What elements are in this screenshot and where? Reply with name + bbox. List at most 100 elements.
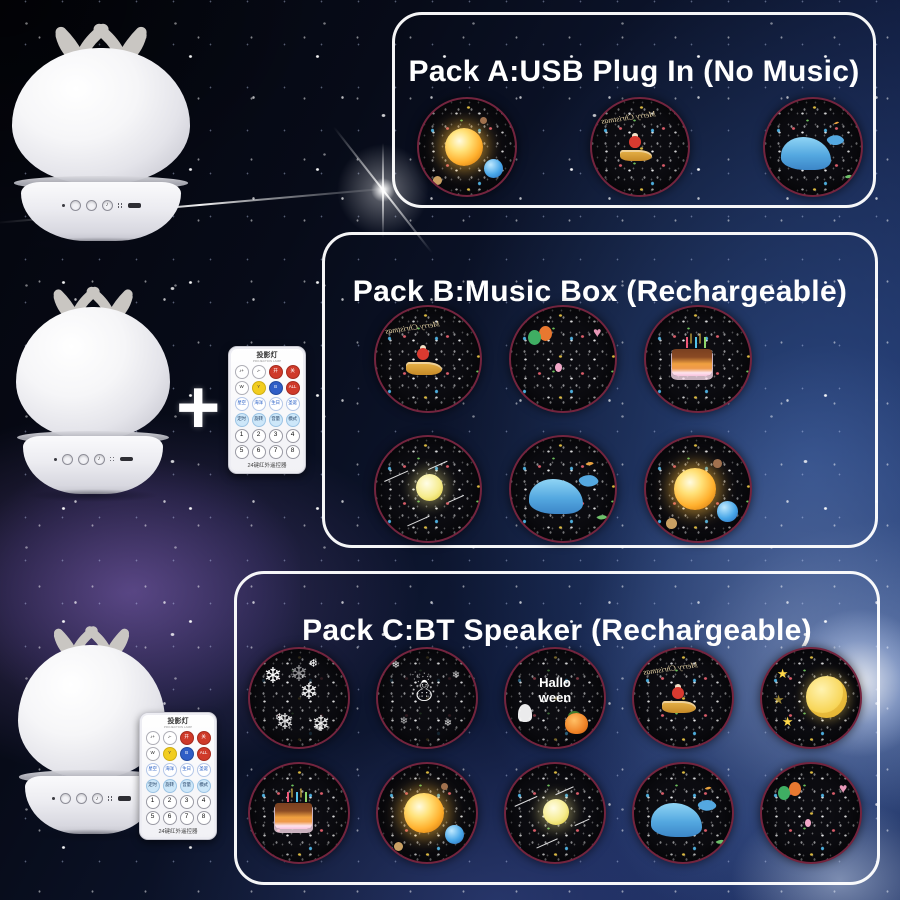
usb-port [127,203,141,208]
lamp-controls: ♪ [23,453,162,465]
projection-disc [760,647,862,749]
disc-theme-icon [506,764,604,862]
projection-disc [509,435,617,543]
remote-button: 开 [268,364,283,379]
pack-c-title: Pack C:BT Speaker (Rechargeable) [302,613,812,647]
power-button [69,199,81,211]
disc-theme-icon [506,649,604,747]
projection-disc: Merry Christmas [632,647,734,749]
remote-button: 定时 [234,412,249,427]
remote-control: 投影灯 PROJECTION LAMP ♪+ ♪- 开 关 W Y B ALL … [228,346,306,474]
remote-key-count-label: 24键红外遥控器 [247,463,287,470]
lamp-dome [15,306,171,439]
remote-button: 圣诞 [196,762,211,777]
usb-port [117,796,131,801]
disc-grid: Merry Christmas [374,305,752,543]
rotate-button [85,199,97,211]
remote-button: 星空 [145,762,160,777]
usb-port [119,456,133,462]
remote-button: 音量 [268,412,283,427]
remote-button: ♪- [251,364,266,379]
remote-brand: 投影灯 [167,718,189,725]
remote-brand: 投影灯 [256,352,278,359]
disc-grid: Merry Christmas [417,97,863,197]
music-button: ♪ [91,793,103,805]
remote-button: 1 [145,794,160,809]
music-button: ♪ [101,199,113,211]
projection-disc [376,762,478,864]
projection-disc [248,762,350,864]
pack-b-title: Pack B:Music Box (Rechargeable) [352,274,848,308]
remote-button: W [234,380,249,395]
disc-theme-icon [250,764,348,862]
lamp-controls: ♪ [21,199,181,211]
remote-button: ALL [196,746,211,761]
remote-button: 3 [179,794,194,809]
remote-button: 6 [251,444,266,459]
remote-button: W [145,746,160,761]
disc-theme-icon [376,307,480,411]
remote-button: 关 [285,364,300,379]
disc-theme-icon [419,99,515,195]
remote-button: 2 [251,428,266,443]
projection-disc: Hallo ween [504,647,606,749]
pack-a-box: Pack A:USB Plug In (No Music) Merry Chri… [392,12,876,208]
disc-theme-icon [376,437,480,541]
remote-button: Y [162,746,177,761]
disc-theme-icon [511,307,615,411]
remote-button: 模式 [196,778,211,793]
disc-theme-icon [646,437,750,541]
disc-text: Hallo ween [538,675,572,706]
remote-button: B [179,746,194,761]
projection-disc: Merry Christmas [374,305,482,413]
remote-button: 关 [196,730,211,745]
projection-disc [248,647,350,749]
disc-theme-icon [378,649,476,747]
projection-disc [763,97,863,197]
projection-disc [376,647,478,749]
remote-button: 3 [268,428,283,443]
speaker-holes [107,796,113,801]
projection-disc [760,762,862,864]
disc-theme-icon [762,649,860,747]
disc-theme-icon [592,99,688,195]
remote-brand-subtitle: PROJECTION LAMP [252,358,282,363]
remote-button: ♪+ [145,730,160,745]
projection-disc [417,97,517,197]
remote-button: 模式 [285,412,300,427]
indicator-dot [51,797,55,801]
pack-b-box: Pack B:Music Box (Rechargeable) Merry Ch… [322,232,878,548]
remote-button: 4 [196,794,211,809]
remote-button: 7 [179,810,194,825]
remote-keypad: ♪+ ♪- 开 关 W Y B ALL 星空 海洋 生日 圣诞 [145,730,211,825]
remote-button: 旋转 [162,778,177,793]
pack-a-title: Pack A:USB Plug In (No Music) [408,54,860,88]
remote-button: 8 [196,810,211,825]
remote-button: 圣诞 [285,396,300,411]
projector-lamp: ♪ [14,278,172,503]
power-button [61,453,73,465]
projection-disc [504,762,606,864]
remote-button: ♪- [162,730,177,745]
remote-button: 星空 [234,396,249,411]
disc-theme-icon [762,764,860,862]
disc-theme-icon [646,307,750,411]
remote-button: 6 [162,810,177,825]
remote-button: 定时 [145,778,160,793]
music-button: ♪ [93,453,105,465]
remote-button: 5 [234,444,249,459]
projection-disc: Merry Christmas [590,97,690,197]
remote-button: 音量 [179,778,194,793]
remote-button: 4 [285,428,300,443]
remote-button: 开 [179,730,194,745]
projector-lamp: ♪ [16,616,166,843]
disc-theme-icon [378,764,476,862]
remote-brand-subtitle: PROJECTION LAMP [163,724,193,729]
projection-disc [632,762,734,864]
projection-disc [644,435,752,543]
remote-button: ALL [285,380,300,395]
remote-button: 8 [285,444,300,459]
projection-disc [374,435,482,543]
remote-button: 生日 [179,762,194,777]
